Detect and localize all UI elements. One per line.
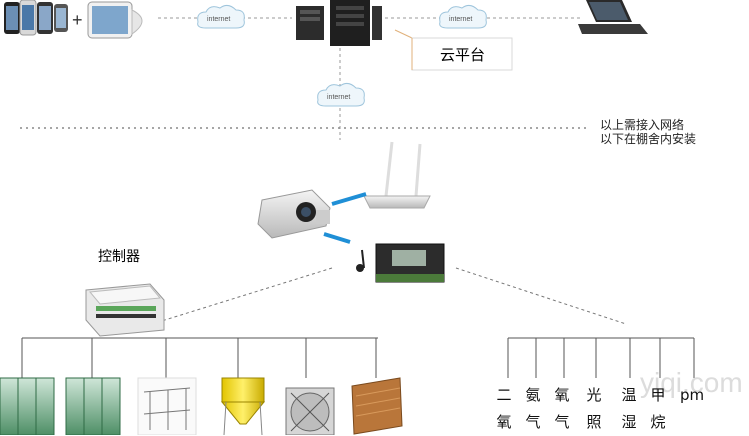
sensor-char: 照: [586, 413, 602, 431]
sensor-bus: [507, 337, 695, 378]
sensor-ammonia: 氨 气: [523, 382, 543, 436]
sensor-methane: 甲 烷: [648, 382, 668, 436]
link-gateway-controller: [151, 267, 333, 325]
sensor-char: 湿: [621, 413, 637, 431]
link-camera-gateway: [323, 232, 351, 244]
sensor-oxygen: 氧 气: [552, 382, 572, 436]
sensor-light: 光 照: [584, 382, 604, 436]
roller-shutter-1: [0, 377, 55, 435]
internet-label: internet: [449, 16, 472, 23]
cloud-platform-label: 云平台: [440, 46, 486, 64]
feeding-line: [137, 377, 197, 435]
mobile-devices: +: [4, 0, 143, 39]
sensor-temp-humidity: 温 湿: [619, 382, 639, 436]
internet-label: internet: [207, 16, 230, 23]
boundary-note-above: 以上需接入网络: [600, 118, 685, 132]
sensor-char: 甲: [650, 386, 666, 404]
internet-label: internet: [327, 94, 350, 101]
gateway-device: [356, 243, 445, 283]
controller-label: 控制器: [98, 249, 140, 265]
link-camera-router: [331, 192, 367, 206]
boundary-note: 以上需接入网络 以下在棚舍内安装: [600, 118, 696, 146]
sensor-char: 二: [496, 386, 512, 404]
cooling-pad: [351, 377, 403, 435]
sensor-char: 氧: [554, 386, 570, 404]
sensor-char: 气: [554, 413, 570, 431]
actuator-bus: [21, 337, 378, 378]
server-cluster: [296, 0, 382, 46]
laptop: [578, 0, 648, 34]
internet-cloud-right: internet: [439, 4, 487, 29]
boundary-note-below: 以下在棚舍内安装: [600, 132, 697, 146]
controller-module: [85, 283, 165, 337]
sensor-char: 氧: [496, 413, 512, 431]
internet-cloud-left: internet: [197, 4, 245, 29]
ip-camera: [257, 189, 331, 239]
sensor-char: 温: [621, 386, 637, 404]
sensor-co2: 二 氧: [494, 382, 514, 436]
cloud-platform-callout: [394, 29, 513, 71]
wifi-router: [363, 141, 431, 209]
exhaust-fan: [285, 387, 335, 435]
sensor-pm: pm: [680, 386, 705, 404]
sensor-char: 氨: [525, 386, 541, 404]
sensor-char: 烷: [650, 413, 666, 431]
internet-cloud-middle: internet: [317, 82, 365, 107]
svg-text:+: +: [72, 10, 83, 30]
watermark: yiqi.com: [640, 367, 743, 398]
sensor-char: 气: [525, 413, 541, 431]
sensor-char: 光: [586, 386, 602, 404]
feed-silo: [220, 377, 266, 435]
link-gateway-sensors: [455, 267, 627, 325]
roller-shutter-2: [65, 377, 121, 435]
